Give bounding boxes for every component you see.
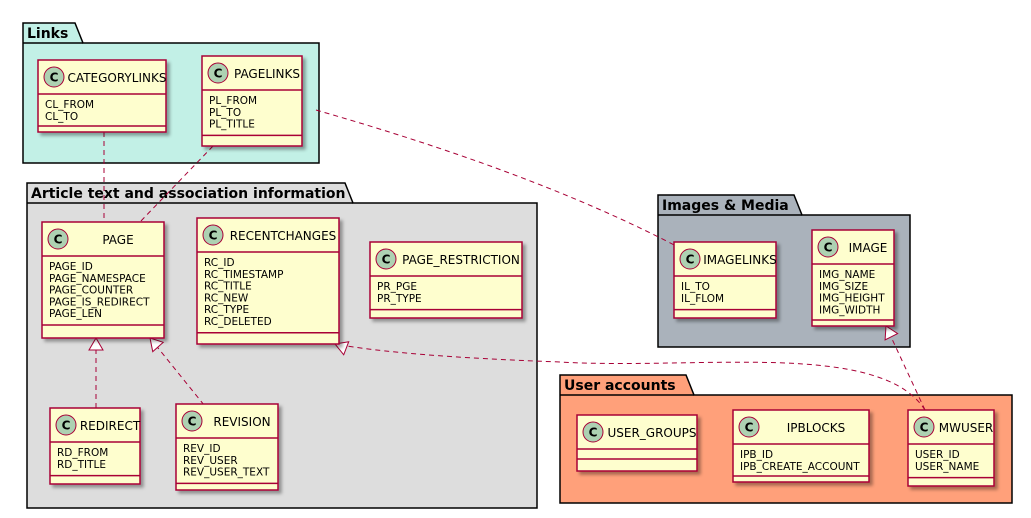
class-attribute: PAGE_LEN xyxy=(49,308,102,320)
class-stereotype-letter: C xyxy=(589,426,598,440)
class-attribute: USER_ID xyxy=(915,449,960,461)
class-stereotype-icon xyxy=(43,66,65,88)
class-attribute: REV_USER xyxy=(183,455,238,467)
class-stereotype-icon xyxy=(55,414,77,436)
class-attribute: PL_FROM xyxy=(209,95,257,107)
class-stereotype-icon xyxy=(202,224,224,246)
class-stereotype-icon xyxy=(47,228,69,250)
class-attribute: IL_TO xyxy=(681,281,710,293)
class-name: USER_GROUPS xyxy=(607,426,696,440)
class-stereotype-icon xyxy=(913,416,935,438)
class-stereotype-icon xyxy=(817,236,839,258)
class-stereotype-letter: C xyxy=(214,67,223,81)
class-stereotype-letter: C xyxy=(920,421,929,435)
class-attribute: RC_DELETED xyxy=(204,316,272,328)
class-attribute: IMG_WIDTH xyxy=(819,304,880,316)
class-attribute: IMG_NAME xyxy=(819,269,875,281)
class-name: CATEGORYLINKS xyxy=(68,71,167,85)
class-attribute: RC_TITLE xyxy=(204,281,252,293)
edge-pagelinks-to-imagelinks xyxy=(315,109,681,249)
class-stereotype-letter: C xyxy=(62,419,71,433)
class-attribute: IL_FLOM xyxy=(681,293,724,305)
class-attribute: REV_USER_TEXT xyxy=(183,467,270,479)
class-attribute: PR_PGE xyxy=(377,281,417,293)
class-attribute: IMG_HEIGHT xyxy=(819,293,885,305)
class-stereotype-letter: C xyxy=(209,229,218,243)
package-title-links: Links xyxy=(27,26,68,42)
class-stereotype-icon xyxy=(679,248,701,270)
class-attribute: IMG_SIZE xyxy=(819,281,868,293)
edge-redirect-to-page xyxy=(88,337,104,408)
class-attribute: RC_NEW xyxy=(204,292,249,304)
class-attribute: IPB_ID xyxy=(740,449,773,461)
class-stereotype-letter: C xyxy=(824,241,833,255)
class-name: REVISION xyxy=(213,415,270,429)
edge-mwuser-to-image xyxy=(884,325,926,411)
realization-arrowhead-icon xyxy=(334,341,350,356)
realization-arrowhead-icon xyxy=(149,337,165,353)
class-attribute: CL_FROM xyxy=(45,99,94,111)
class-attribute: RD_FROM xyxy=(57,447,108,459)
class-attribute: RD_TITLE xyxy=(57,459,106,471)
class-attribute: USER_NAME xyxy=(915,461,979,473)
class-stereotype-icon xyxy=(207,62,229,84)
class-name: IMAGE xyxy=(849,241,888,255)
class-stereotype-letter: C xyxy=(382,253,391,267)
class-attribute: RC_TIMESTAMP xyxy=(204,269,283,281)
class-attribute: RC_TYPE xyxy=(204,304,249,316)
class-attribute: PAGE_ID xyxy=(49,261,93,273)
realization-arrowhead-icon xyxy=(88,337,104,351)
class-name: PAGE_RESTRICTION xyxy=(402,253,520,267)
class-stereotype-icon xyxy=(738,416,760,438)
class-name: IMAGELINKS xyxy=(703,253,776,267)
class-name: PAGELINKS xyxy=(234,67,300,81)
class-attribute: PAGE_NAMESPACE xyxy=(49,273,146,285)
class-name: PAGE xyxy=(102,233,133,247)
class-stereotype-icon xyxy=(582,421,604,443)
class-name: IPBLOCKS xyxy=(787,421,846,435)
class-attribute: CL_TO xyxy=(45,111,78,123)
class-stereotype-letter: C xyxy=(686,253,695,267)
class-name: RECENTCHANGES xyxy=(230,229,337,243)
class-attribute: PR_TYPE xyxy=(377,293,422,305)
edge-mwuser-to-recentchanges xyxy=(334,341,926,411)
realization-arrowhead-icon xyxy=(884,325,899,341)
class-attribute: REV_ID xyxy=(183,443,221,455)
class-stereotype-letter: C xyxy=(188,415,197,429)
class-stereotype-letter: C xyxy=(745,421,754,435)
class-image[interactable]: C IMAGE IMG_NAMEIMG_SIZEIMG_HEIGHTIMG_WIDT… xyxy=(811,229,895,327)
class-attribute: PL_TO xyxy=(209,107,241,119)
package-title-article: Article text and association information xyxy=(31,186,346,202)
class-attribute: IPB_CREATE_ACCOUNT xyxy=(740,461,860,473)
class-attribute: RC_ID xyxy=(204,257,235,269)
class-stereotype-icon xyxy=(375,248,397,270)
class-stereotype-letter: C xyxy=(54,233,63,247)
class-name: REDIRECT xyxy=(80,419,141,433)
class-stereotype-icon xyxy=(181,410,203,432)
edge-revision-to-page xyxy=(149,337,205,406)
class-attribute: PAGE_IS_REDIRECT xyxy=(49,296,150,308)
package-title-users: User accounts xyxy=(564,378,676,394)
class-name: MWUSER xyxy=(939,421,994,435)
package-title-images: Images & Media xyxy=(662,198,789,214)
class-attribute: PL_TITLE xyxy=(209,119,255,131)
class-user-groups[interactable]: C USER_GROUPS xyxy=(576,414,698,472)
class-attribute: PAGE_COUNTER xyxy=(49,285,133,297)
class-stereotype-letter: C xyxy=(50,71,59,85)
